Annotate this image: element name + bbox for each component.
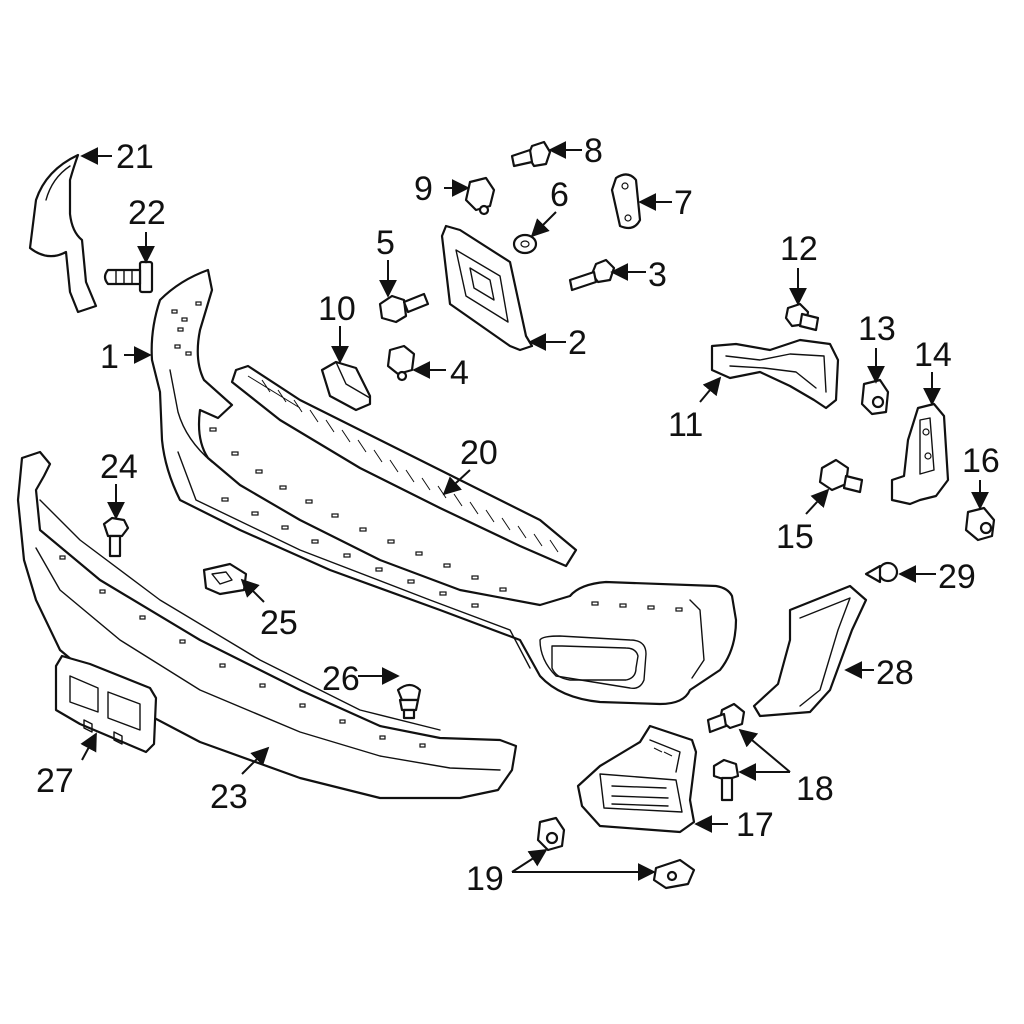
callout-15: 15 (776, 518, 814, 556)
callout-5: 5 (376, 224, 395, 262)
part-13-clip-nut (860, 378, 890, 416)
part-4-clip-nut (386, 344, 416, 382)
part-24-bolt (102, 516, 130, 558)
callout-1: 1 (100, 338, 119, 376)
part-8-bolt (510, 140, 552, 168)
part-3-bolt (568, 258, 616, 292)
callout-2: 2 (568, 324, 587, 362)
part-10-bumper-pad (320, 360, 372, 412)
callout-19: 19 (466, 860, 504, 898)
callout-17: 17 (736, 806, 774, 844)
part-7-link-plate (610, 173, 642, 230)
part-1-bumper-face-bar (150, 268, 738, 706)
callout-labels: 21 22 1 2 3 4 5 6 7 8 9 10 11 12 13 14 1… (36, 132, 1000, 898)
part-26-retainer (396, 683, 422, 720)
part-29-screw (864, 561, 899, 584)
callout-18: 18 (796, 770, 834, 808)
callout-14: 14 (914, 336, 952, 374)
part-12-bolt (784, 302, 820, 332)
part-6-washer (512, 233, 538, 255)
callout-29: 29 (938, 558, 976, 596)
leader-arrows (80, 141, 989, 881)
callout-9: 9 (414, 170, 433, 208)
callout-6: 6 (550, 176, 569, 214)
part-18-bolts (706, 702, 746, 802)
part-20-step-pad (230, 364, 578, 568)
callout-7: 7 (674, 184, 693, 222)
part-22-push-pin (103, 260, 154, 294)
callout-8: 8 (584, 132, 603, 170)
part-14-side-bracket (890, 402, 950, 506)
callout-24: 24 (100, 448, 138, 486)
part-17-fog-lamp-bezel (576, 724, 698, 834)
callout-12: 12 (780, 230, 818, 268)
callout-20: 20 (460, 434, 498, 472)
callout-11: 11 (668, 406, 703, 444)
callout-21: 21 (116, 138, 154, 176)
part-25-clip (202, 562, 248, 596)
callout-13: 13 (858, 310, 896, 348)
callout-16: 16 (962, 442, 1000, 480)
callout-22: 22 (128, 194, 166, 232)
callout-25: 25 (260, 604, 298, 642)
callout-28: 28 (876, 654, 914, 692)
callout-3: 3 (648, 256, 667, 294)
part-9-clip-nut (464, 176, 496, 216)
part-28-side-extension (752, 584, 868, 718)
part-21-wheel-lip-trim (28, 153, 98, 314)
callout-27: 27 (36, 762, 74, 800)
callout-4: 4 (450, 354, 469, 392)
part-5-bolt (378, 292, 430, 324)
part-11-frame-bracket (710, 338, 840, 410)
part-2-mount-bracket (440, 224, 534, 352)
part-27-license-bracket (54, 654, 158, 754)
callout-23: 23 (210, 778, 248, 816)
callout-10: 10 (318, 290, 356, 328)
callout-26: 26 (322, 660, 360, 698)
part-15-bolt (818, 458, 864, 494)
part-16-clip-nut (964, 506, 996, 542)
